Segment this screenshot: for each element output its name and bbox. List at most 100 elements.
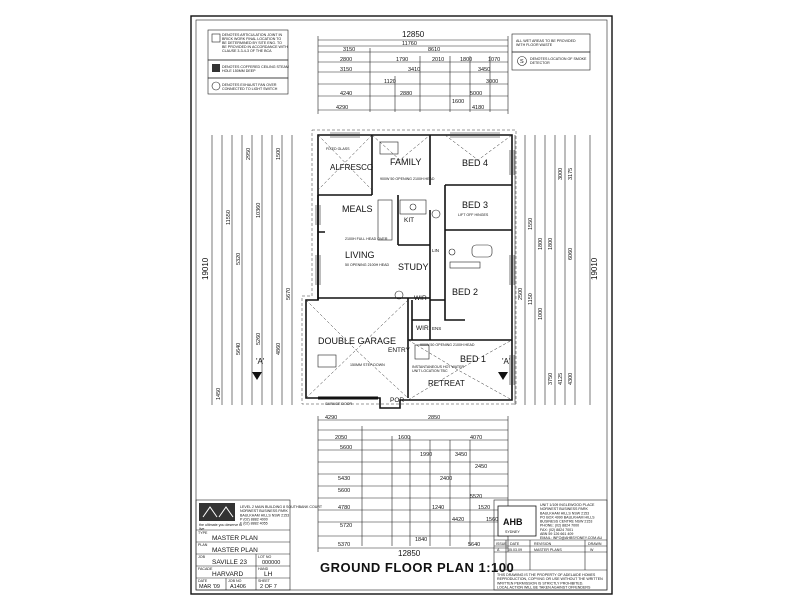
bath-icon bbox=[471, 244, 493, 258]
dim-top-r4-3: 5000 bbox=[470, 91, 482, 97]
sheet-label: SHEET bbox=[258, 579, 271, 583]
dim-top-r3-2: 3410 bbox=[408, 67, 420, 73]
dim-top-r4-1: 4240 bbox=[340, 91, 352, 97]
bottom-dimensions: 4290 2850 2050 1600 4070 5600 3450 1990 … bbox=[317, 415, 509, 558]
note-fixed-glass: FIXED GLASS bbox=[326, 147, 350, 151]
dim-bottom-r2-2: 1600 bbox=[398, 435, 410, 441]
dim-bottom-r9-2: 1840 bbox=[415, 537, 427, 543]
hand-label: HAND bbox=[258, 567, 269, 571]
smoke-detector-1 bbox=[431, 209, 441, 219]
dim-bottom-r3-2: 3450 bbox=[455, 452, 467, 458]
family-stamp bbox=[379, 141, 399, 155]
dim-bottom-r2-1: 2050 bbox=[335, 435, 347, 441]
dim-bottom-r7-2: 1240 bbox=[432, 505, 444, 511]
dim-right-3: 1550 bbox=[528, 218, 534, 230]
dim-bottom-r6-1: 5600 bbox=[338, 488, 350, 494]
dim-left-8: 4860 bbox=[276, 343, 282, 355]
dim-right-2: 3175 bbox=[568, 168, 574, 180]
section-mark-right: 'A' bbox=[502, 357, 511, 366]
dim-top-r3-3: 3450 bbox=[478, 67, 490, 73]
dim-top-r2-3: 2010 bbox=[432, 57, 444, 63]
dim-bottom-r4-1: 1990 bbox=[420, 452, 432, 458]
date-value: MAR '09 bbox=[199, 584, 220, 590]
room-kit: KIT bbox=[404, 217, 414, 224]
smoke-detector-symbol: S bbox=[520, 59, 524, 65]
dim-top-r3-1: 3150 bbox=[340, 67, 352, 73]
dim-top-r4-2: 2880 bbox=[400, 91, 412, 97]
dim-bottom-r6-2: 5520 bbox=[470, 494, 482, 500]
vanity-icon bbox=[449, 261, 481, 269]
dim-bottom-r3-1: 5600 bbox=[340, 445, 352, 451]
issue-row-revision: MASTER PLANS bbox=[534, 548, 562, 552]
dim-top-r1-1: 3150 bbox=[343, 47, 355, 53]
room-study: STUDY bbox=[398, 262, 429, 272]
issue-header-drawn: DRAWN bbox=[588, 542, 602, 546]
room-alfresco: ALFRESCO bbox=[330, 163, 373, 172]
room-family: FAMILY bbox=[390, 157, 421, 167]
dim-right-7: 2500 bbox=[518, 288, 524, 300]
outer-walls bbox=[305, 134, 513, 409]
dim-bottom-r1-1: 4290 bbox=[325, 415, 337, 421]
room-wir-2: WIR bbox=[416, 325, 429, 332]
dim-top-r5-1: 4290 bbox=[336, 105, 348, 111]
room-por: POR bbox=[390, 397, 404, 404]
dim-bottom-r9-1: 5370 bbox=[338, 542, 350, 548]
sheet-value: 2 OF 7 bbox=[260, 584, 277, 590]
sheet-inner-border bbox=[195, 19, 608, 591]
facade-value: HARVARD bbox=[212, 571, 243, 578]
type-value: MASTER PLAN bbox=[212, 535, 258, 542]
kitchen-sink-icon bbox=[409, 203, 417, 211]
dim-bottom-r7-1: 4780 bbox=[338, 505, 350, 511]
dim-overall-side-right: 19010 bbox=[590, 257, 599, 280]
dim-right-8: 1150 bbox=[528, 293, 534, 305]
room-double-garage: DOUBLE GARAGE bbox=[318, 336, 396, 346]
note-lift-off: LIFT OFF HINGES bbox=[458, 213, 489, 217]
dim-right-10: 3750 bbox=[548, 373, 554, 385]
room-retreat: RETREAT bbox=[428, 379, 465, 388]
lot-label: LOT NO bbox=[258, 555, 272, 559]
dim-right-1: 3000 bbox=[558, 168, 564, 180]
toilet-icon bbox=[448, 248, 456, 256]
dim-top-r6-1: 1120 bbox=[384, 79, 396, 85]
coffered-ceiling-symbol bbox=[212, 64, 220, 72]
brand-logo bbox=[497, 505, 537, 537]
garage-stamp bbox=[317, 354, 337, 368]
section-mark-left: 'A' bbox=[256, 357, 265, 366]
brand-sub: SYDNEY bbox=[505, 530, 520, 534]
dim-left-5: 1500 bbox=[276, 148, 282, 160]
job-no-label: JOB NO bbox=[228, 579, 242, 583]
dim-bottom-r8-2: 4420 bbox=[452, 517, 464, 523]
facade-label: FACADE bbox=[198, 567, 213, 571]
dim-bottom-r5-1: 5430 bbox=[338, 476, 350, 482]
hand-value: LH bbox=[264, 571, 273, 578]
dim-left-6: 1450 bbox=[216, 388, 222, 400]
dim-overall-bottom: 12850 bbox=[398, 549, 421, 558]
kitchen-bench bbox=[377, 199, 393, 241]
garage-door-label: GARAGE DOOR bbox=[325, 402, 353, 406]
top-dimensions: 12850 11760 3150 8610 2800 1790 2010 180… bbox=[317, 30, 509, 114]
plan-value: MASTER PLAN bbox=[212, 547, 258, 554]
dim-bottom-r2-3: 4070 bbox=[470, 435, 482, 441]
job-no-value: A1406 bbox=[230, 584, 246, 590]
room-bed1: BED 1 bbox=[460, 354, 486, 364]
dim-right-11: 4125 bbox=[558, 373, 564, 385]
room-meals: MEALS bbox=[342, 204, 373, 214]
room-entry: ENTRY bbox=[388, 347, 411, 354]
dim-left-4: 2950 bbox=[246, 148, 252, 160]
dim-left-7: 5640 bbox=[236, 343, 242, 355]
dim-bottom-r7-3: 1520 bbox=[478, 505, 490, 511]
brand-letters: AHB bbox=[503, 517, 523, 527]
note-bed1-opening: 900W 50 OPENING 2100H HEAD bbox=[420, 343, 475, 347]
dim-left-2: 5320 bbox=[236, 253, 242, 265]
dim-top-r6-3: 3000 bbox=[486, 79, 498, 85]
